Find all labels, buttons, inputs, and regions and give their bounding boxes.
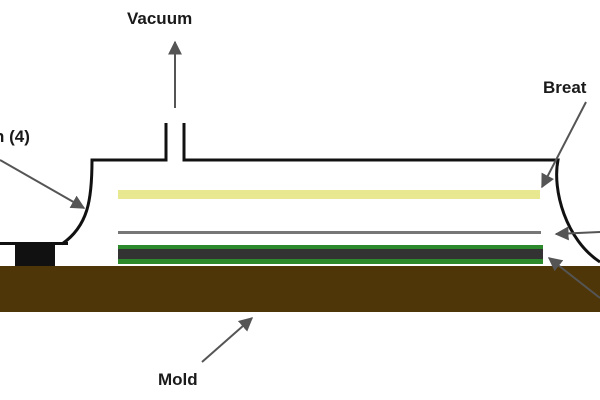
laminate-arrow xyxy=(547,257,600,299)
mold-label: Mold xyxy=(158,370,198,389)
peel-ply-layer-bottom xyxy=(118,259,543,264)
breather-arrow xyxy=(541,101,587,189)
membrane-arrow xyxy=(0,159,86,209)
laminate-layer xyxy=(118,249,543,259)
vacuum-bag-outline xyxy=(61,123,600,264)
vacuum-label: Vacuum xyxy=(127,9,193,28)
sealant-tape-edge xyxy=(0,242,68,245)
breather-label: Breat xyxy=(543,78,587,97)
membrane-label: n (4) xyxy=(0,127,30,146)
breather-layer xyxy=(118,190,540,199)
mold-base xyxy=(0,266,600,312)
vacuum-port-stub xyxy=(164,123,186,160)
sealant-tape xyxy=(15,244,55,266)
film-arrow xyxy=(554,226,600,241)
peel-ply-layer-top xyxy=(118,245,543,249)
mold-arrow xyxy=(201,317,254,363)
release-film-layer xyxy=(118,231,541,234)
